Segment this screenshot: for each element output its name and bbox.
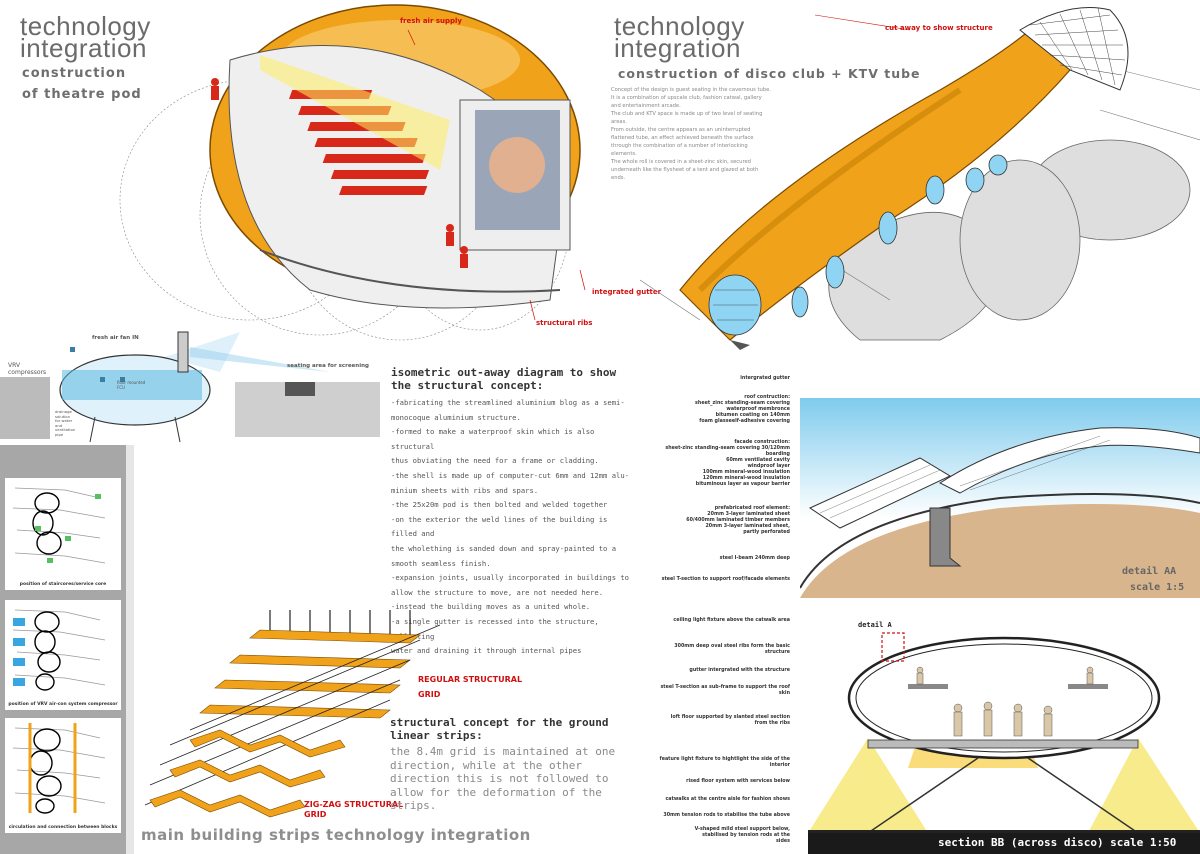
detail-note-gutter: intergrated gutter — [740, 376, 790, 381]
left-title-line2: integration — [20, 33, 147, 63]
cutaway-point: water and draining it through internal p… — [391, 646, 582, 656]
left-subtitle-line2: of theatre pod — [22, 87, 142, 102]
label-vrv: VRV compressors — [8, 362, 47, 376]
cutaway-point: -fabricating the streamlined aluminium b… — [391, 398, 625, 407]
section-caption-bar: section BB (across disco) scale 1:50 — [808, 833, 1200, 854]
cutaway-point: minium sheets with ribs and spars. — [391, 485, 539, 495]
cutaway-point: allow the structure to move, are not nee… — [391, 587, 604, 597]
label-fresh-air-supply: fresh air supply — [400, 17, 462, 25]
intro-line: elements. — [611, 151, 637, 157]
section-caption: section BB (across disco) scale 1:50 — [938, 836, 1177, 849]
right-title-line1: technology — [614, 11, 745, 41]
label-regular-grid: REGULAR STRUCTURAL GRID — [418, 675, 523, 699]
theatre-pod-illustration — [119, 4, 586, 341]
section-note-gutter: gutter intergrated with the structure — [689, 668, 790, 673]
label-zigzag-grid: ZIG-ZAG STRUCTURAL GRID — [304, 800, 404, 819]
cutaway-point: monocoque aluminium structure. — [391, 412, 521, 422]
thumb-caption-circulation: circulation and connection between block… — [8, 825, 118, 830]
thumb-staircores: position of staircores/service core — [5, 478, 121, 590]
thumb-vrv: position of VRV air-con system compresso… — [5, 600, 121, 710]
right-intro: Concept of the design is guest seating i… — [611, 86, 811, 182]
cutaway-point: -expansion joints, usually incorporated … — [391, 573, 629, 583]
section-bb-panel: detail A — [808, 608, 1200, 833]
intro-line: The club and KTV space is made up of two… — [611, 111, 763, 117]
detail-note-facade: facade construction: sheet-zinc standing… — [665, 440, 790, 487]
structural-grid-illustration — [144, 610, 441, 818]
section-note-ribs: 300mm deep oval steel ribs form the basi… — [674, 644, 790, 655]
ground-heading: structural concept for the ground linear… — [390, 716, 609, 742]
intro-line: ends. — [611, 175, 626, 181]
intro-line: through the combination of a number of i… — [611, 143, 748, 149]
section-note-tension: 30mm tension rods to stabilise the tube … — [663, 813, 790, 818]
cutaway-point: smooth seamless finish. — [391, 558, 491, 568]
cutaway-point: thus obviating the need for a frame or c… — [391, 456, 599, 466]
label-structural-ribs: structural ribs — [536, 319, 593, 327]
cutaway-point: -the 25x20m pod is then bolted and welde… — [391, 500, 608, 510]
cutaway-point: -formed to make a waterproof skin which … — [391, 427, 595, 451]
section-note-catwalk: catwalks at the centre aisle for fashion… — [665, 797, 790, 802]
detail-note-prefab: prefabricated roof element: 20mm 3-layer… — [686, 506, 790, 535]
label-fresh-air-fan: fresh air fan IN — [92, 335, 139, 341]
section-note-floor: rised floor system with services below — [686, 779, 790, 784]
section-note-loft: loft floor supported by slanted steel se… — [670, 715, 790, 726]
label-integrated-gutter: integrated gutter — [592, 288, 662, 296]
left-footer: main building strips technology integrat… — [141, 826, 531, 844]
section-note-tsection: steel T-section as sub-frame to support … — [660, 685, 790, 696]
intro-line: It is a combination of upscale club, fas… — [611, 95, 762, 101]
right-title-line2: integration — [614, 33, 741, 63]
ktv-tube-illustration — [640, 7, 1200, 350]
detail-note-ibeam: steel I-beam 240mm deep — [719, 556, 790, 561]
thumb-caption-vrv: position of VRV air-con system compresso… — [8, 702, 118, 707]
cutaway-point: -on the exterior the weld lines of the b… — [391, 514, 608, 539]
section-note-ceiling: ceiling light fixture above the catwalk … — [673, 618, 790, 623]
cutaway-point: -the shell is made up of computer-cut 6m… — [391, 470, 629, 480]
cutaway-points: -fabricating the streamlined aluminium b… — [391, 396, 636, 659]
section-note-vsupport: V-shaped mild steel support below, stabi… — [694, 827, 790, 844]
intro-line: From outside, the centre appears as an u… — [611, 127, 751, 133]
cutaway-point: the wholething is sanded down and spray-… — [391, 543, 617, 553]
intro-line: The whole roll is covered in a sheet-zin… — [611, 159, 751, 165]
cutaway-heading: isometric out-away diagram to show the s… — [391, 366, 617, 392]
thumb-circulation: circulation and connection between block… — [5, 718, 121, 833]
intro-line: Concept of the design is guest seating i… — [611, 87, 771, 93]
pod-section-diagram — [0, 331, 380, 443]
detail-a-label: detail A — [858, 621, 892, 629]
detail-aa-scale: scale 1:5 — [1130, 582, 1185, 593]
intro-line: areas. — [611, 119, 627, 125]
detail-aa-title: detail AA — [1122, 566, 1177, 577]
intro-line: underneath like the flysheet of a tent a… — [611, 167, 759, 173]
thumb-caption-staircores: position of staircores/service core — [19, 582, 107, 587]
label-cut-away: cut away to show structure — [885, 24, 993, 32]
ground-text: the 8.4m grid is maintained at one direc… — [390, 745, 616, 812]
detail-note-roof: roof contruction: sheet_zinc standing-se… — [695, 395, 790, 424]
detail-note-tsection: steel T-section to support roof/facade e… — [661, 577, 790, 582]
label-floor-mounted: floor mounted FCU — [117, 380, 146, 390]
cutaway-point: -instead the building moves as a united … — [391, 602, 591, 612]
intro-line: flattened tube, an effect achieved benea… — [611, 135, 754, 141]
sidebar-divider — [126, 445, 134, 854]
intro-line: and entertainment arcade. — [611, 103, 681, 109]
label-seating-area: seating area for screening — [287, 363, 369, 369]
left-subtitle-line1: construction — [22, 66, 127, 81]
label-drainage: drainage solution for water and ventilat… — [55, 409, 76, 437]
left-title-line1: technology — [20, 11, 151, 41]
right-subtitle: construction of disco club + KTV tube — [618, 66, 921, 81]
detail-aa-panel: detail AA scale 1:5 — [800, 398, 1200, 598]
section-note-feature-light: feature light fixture to hightlight the … — [659, 757, 790, 768]
